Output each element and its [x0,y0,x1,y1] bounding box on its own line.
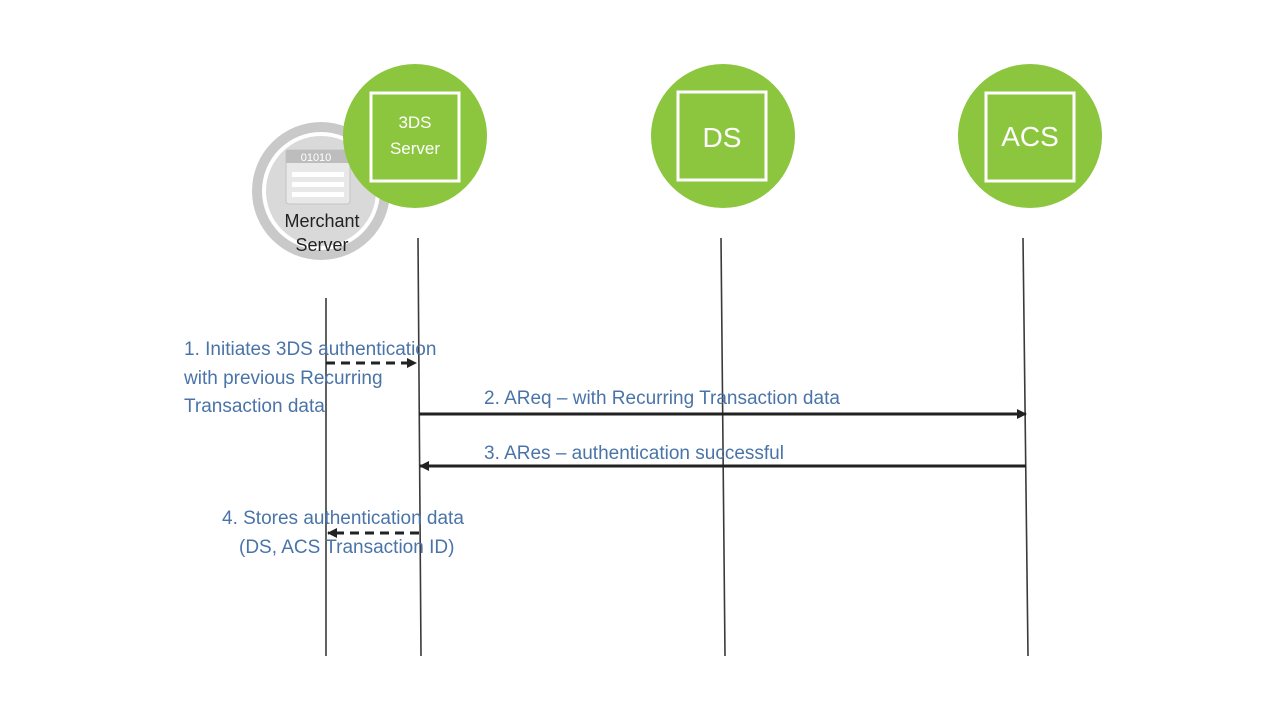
acs-box [984,91,1076,183]
message-2-label: 2. AReq – with Recurring Transaction dat… [484,388,840,409]
threeds-server-label-line2: Server [390,139,440,158]
message-1: 1. Initiates 3DS authentication with pre… [183,339,436,417]
ds-circle [651,64,795,208]
ds-label: DS [703,122,742,153]
merchant-server-label-line1: Merchant [284,211,359,231]
acs-label: ACS [1001,121,1059,152]
acs-node: ACS [958,64,1102,208]
threeds-server-label-line1: 3DS [398,113,431,132]
message-4-label-line1: 4. Stores authentication data [222,508,464,529]
message-1-label-line2: with previous Recurring [183,368,383,389]
merchant-badge-text: 01010 [301,152,332,164]
threeds-lifeline [417,237,422,657]
server-icon: 01010 [285,149,351,205]
ds-lifeline [720,237,726,657]
message-3-label: 3. ARes – authentication successful [484,443,784,464]
ds-box [676,90,768,182]
acs-lifeline [1022,237,1029,657]
acs-circle [958,64,1102,208]
threeds-server-node: 3DS Server [343,64,487,208]
message-1-label-line1: 1. Initiates 3DS authentication [184,339,436,360]
message-2: 2. AReq – with Recurring Transaction dat… [419,388,1027,419]
threeds-server-box [369,91,461,183]
message-4-label-line2: (DS, ACS Transaction ID) [239,537,454,558]
message-3: 3. ARes – authentication successful [419,443,1026,471]
threeds-server-circle [343,64,487,208]
message-4: 4. Stores authentication data (DS, ACS T… [222,508,464,558]
message-1-label-line3: Transaction data [184,396,325,417]
ds-node: DS [651,64,795,208]
merchant-server-label-line2: Server [295,235,348,255]
